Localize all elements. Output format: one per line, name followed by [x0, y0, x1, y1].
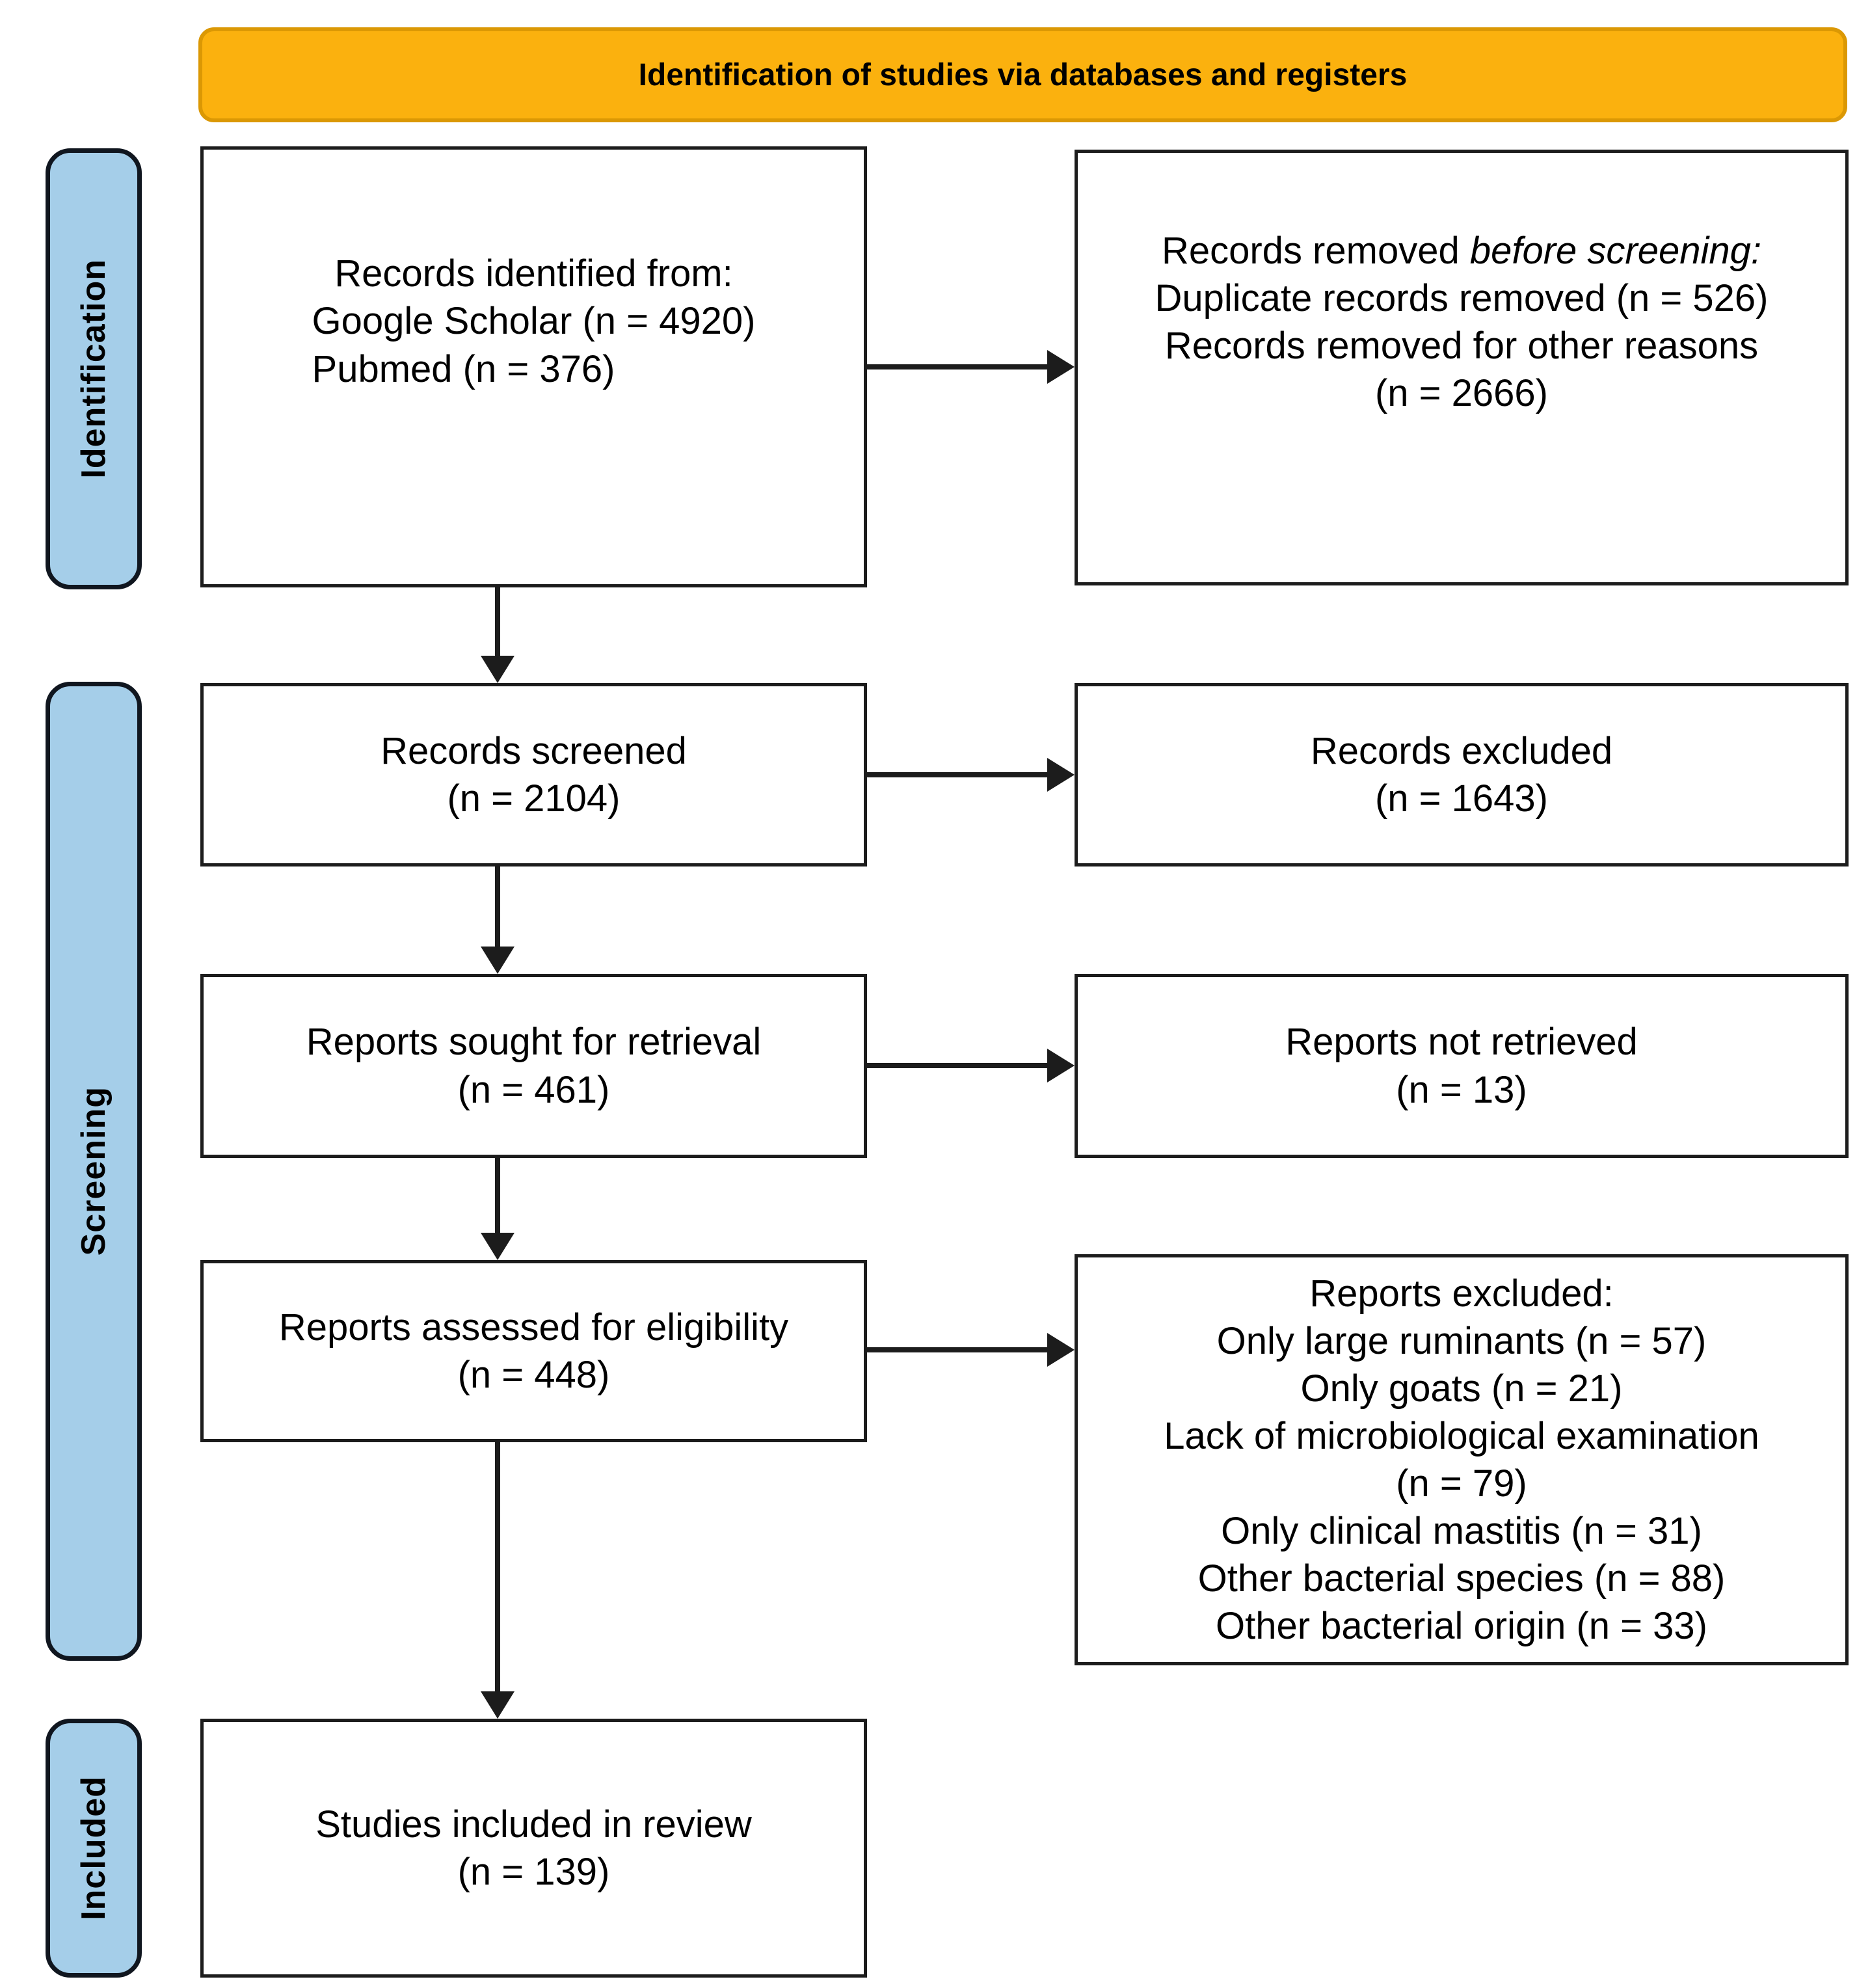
text-line: Only clinical mastitis (n = 31)	[1221, 1510, 1702, 1553]
box-reports-assessed: Reports assessed for eligibility (n = 44…	[200, 1260, 867, 1442]
title-text: Identification of studies via databases …	[638, 57, 1408, 92]
stage-identification: Identification	[46, 148, 142, 589]
stage-included: Included	[46, 1719, 142, 1978]
text-line: (n = 461)	[457, 1068, 610, 1111]
text-line: Only goats (n = 21)	[1300, 1367, 1623, 1410]
arrow-head-icon	[481, 947, 514, 974]
arrow-shaft	[495, 587, 500, 660]
arrow-head-icon	[481, 1691, 514, 1719]
box-reports-excluded-text: Reports excluded: Only large ruminants (…	[1164, 1270, 1759, 1650]
text-line: Duplicate records removed (n = 526)	[1155, 276, 1769, 319]
text-line: (n = 139)	[457, 1851, 610, 1893]
box-records-removed-before-screening: Records removed before screening: Duplic…	[1075, 150, 1849, 585]
stage-identification-label: Identification	[75, 259, 113, 479]
text-segment: Records removed	[1161, 229, 1470, 272]
arrow-shaft	[495, 1442, 500, 1695]
text-line: Records identified from:	[334, 252, 733, 295]
box-reports-not-retrieved-text: Reports not retrieved (n = 13)	[1285, 1018, 1638, 1113]
text-line: Studies included in review	[315, 1803, 752, 1846]
arrow-assessed-to-reports-excluded	[867, 1332, 1075, 1367]
box-records-excluded-text: Records excluded (n = 1643)	[1311, 727, 1612, 822]
arrow-head-icon	[1047, 1049, 1075, 1082]
text-line: Reports sought for retrieval	[306, 1021, 762, 1064]
text-line: Records screened	[381, 729, 687, 772]
text-line: Reports excluded:	[1309, 1272, 1614, 1315]
box-studies-included: Studies included in review (n = 139)	[200, 1719, 867, 1978]
arrow-head-icon	[1047, 1333, 1075, 1367]
text-line: Pubmed (n = 376)	[312, 347, 615, 390]
arrow-head-icon	[481, 656, 514, 683]
arrow-identified-to-screened	[479, 587, 516, 683]
box-records-screened: Records screened (n = 2104)	[200, 683, 867, 866]
arrow-head-icon	[1047, 758, 1075, 792]
text-line: (n = 2104)	[447, 777, 621, 820]
arrow-head-icon	[1047, 350, 1075, 384]
text-line: (n = 13)	[1396, 1068, 1527, 1111]
text-line: Records removed for other reasons	[1164, 325, 1759, 367]
arrow-shaft	[867, 1063, 1051, 1068]
box-reports-assessed-text: Reports assessed for eligibility (n = 44…	[279, 1304, 788, 1399]
text-segment-italic: before screening:	[1469, 229, 1761, 272]
arrow-shaft	[867, 772, 1051, 777]
text-line: (n = 1643)	[1374, 777, 1548, 820]
box-reports-sought: Reports sought for retrieval (n = 461)	[200, 974, 867, 1158]
stage-screening-label: Screening	[75, 1086, 113, 1256]
stage-included-label: Included	[75, 1776, 113, 1920]
arrow-head-icon	[481, 1233, 514, 1260]
text-line: (n = 2666)	[1374, 372, 1548, 415]
box-reports-excluded: Reports excluded: Only large ruminants (…	[1075, 1254, 1849, 1665]
box-records-screened-text: Records screened (n = 2104)	[381, 727, 687, 822]
stage-screening: Screening	[46, 682, 142, 1661]
box-records-identified-text: Records identified from: Google Scholar …	[312, 250, 756, 392]
text-line: Records removed before screening:	[1155, 227, 1769, 275]
text-line: Reports not retrieved	[1285, 1021, 1638, 1064]
arrow-sought-to-not-retrieved	[867, 1048, 1075, 1083]
text-line: Google Scholar (n = 4920)	[312, 300, 756, 343]
arrow-shaft	[867, 1347, 1051, 1352]
box-studies-included-text: Studies included in review (n = 139)	[315, 1801, 752, 1896]
text-line: Only large ruminants (n = 57)	[1216, 1319, 1707, 1362]
text-line: Records excluded	[1310, 729, 1613, 772]
text-line: Reports assessed for eligibility	[278, 1306, 789, 1349]
arrow-shaft	[867, 364, 1051, 369]
arrow-assessed-to-included	[479, 1442, 516, 1719]
text-line: (n = 448)	[457, 1354, 610, 1396]
box-records-excluded: Records excluded (n = 1643)	[1075, 683, 1849, 866]
text-line: (n = 79)	[1396, 1462, 1527, 1505]
arrow-screened-to-excluded	[867, 757, 1075, 792]
title-banner: Identification of studies via databases …	[198, 27, 1847, 122]
text-line: Other bacterial origin (n = 33)	[1216, 1605, 1707, 1648]
box-reports-sought-text: Reports sought for retrieval (n = 461)	[306, 1018, 762, 1113]
box-records-identified: Records identified from: Google Scholar …	[200, 146, 867, 587]
arrow-sought-to-assessed	[479, 1158, 516, 1260]
box-reports-not-retrieved: Reports not retrieved (n = 13)	[1075, 974, 1849, 1158]
arrow-shaft	[495, 1158, 500, 1237]
text-line: Lack of microbiological examination	[1164, 1414, 1759, 1457]
box-records-removed-text: Records removed before screening: Duplic…	[1155, 227, 1769, 417]
arrow-screened-to-sought	[479, 866, 516, 974]
arrow-identified-to-removed	[867, 349, 1075, 384]
arrow-shaft	[495, 866, 500, 950]
text-line: Other bacterial species (n = 88)	[1197, 1557, 1726, 1600]
